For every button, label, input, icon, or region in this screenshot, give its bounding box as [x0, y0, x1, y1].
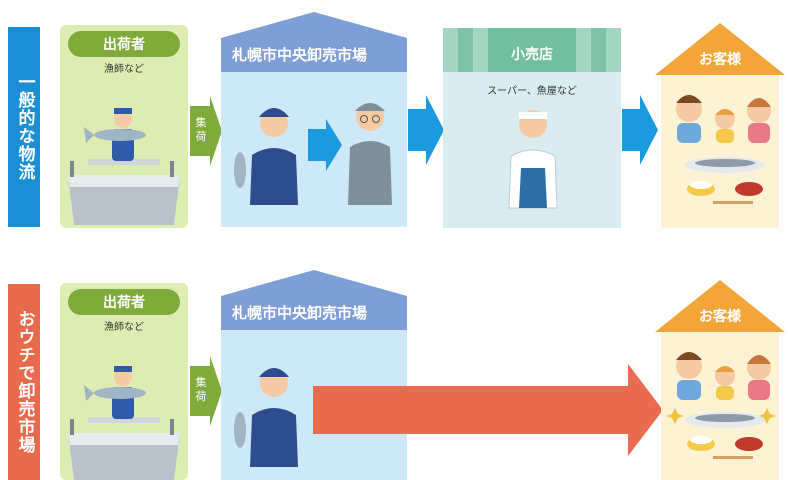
row1-collect-label: 集荷: [195, 116, 207, 143]
fisherman-on-boat-illustration: [68, 108, 180, 225]
row2-direct-arrow: [313, 364, 663, 456]
row1-side-label: 一般的な物流: [8, 27, 40, 227]
fisherman-on-boat-illustration: [68, 366, 180, 480]
row2-shipper-box: 出荷者 漁師など: [60, 283, 188, 480]
retail-title: 小売店: [511, 47, 553, 63]
row1-shipper-title: 出荷者: [68, 31, 180, 57]
market-worker-illustration: [234, 368, 298, 467]
row2-shipper-subtitle: 漁師など: [104, 322, 144, 333]
retail-shop: [443, 28, 621, 228]
row1-market-title: 札幌市中央卸売市場: [232, 46, 368, 64]
row1-arrow-to-customer: [622, 95, 658, 165]
row1-shipper-box: 出荷者 漁師など: [60, 25, 188, 228]
row2-market-title: 札幌市中央卸売市場: [232, 304, 368, 322]
market-workers-illustration: [234, 103, 392, 205]
row2-collect-arrow: [190, 356, 222, 426]
row1-collect-arrow: [190, 96, 222, 166]
retail-subtitle: スーパー、魚屋など: [487, 86, 577, 97]
row2-collect-label: 集荷: [195, 376, 207, 403]
row1-customer-house: [655, 23, 785, 228]
row2-shipper-title: 出荷者: [68, 289, 180, 315]
row1-shipper-subtitle: 漁師など: [104, 64, 144, 75]
row2-customer-house: [655, 280, 785, 480]
row2-customer-title: お客様: [699, 309, 741, 325]
row2-side-label: おウチで卸売市場: [8, 284, 40, 480]
row1-customer-title: お客様: [699, 52, 741, 68]
row1-arrow-to-retail: [408, 95, 444, 165]
